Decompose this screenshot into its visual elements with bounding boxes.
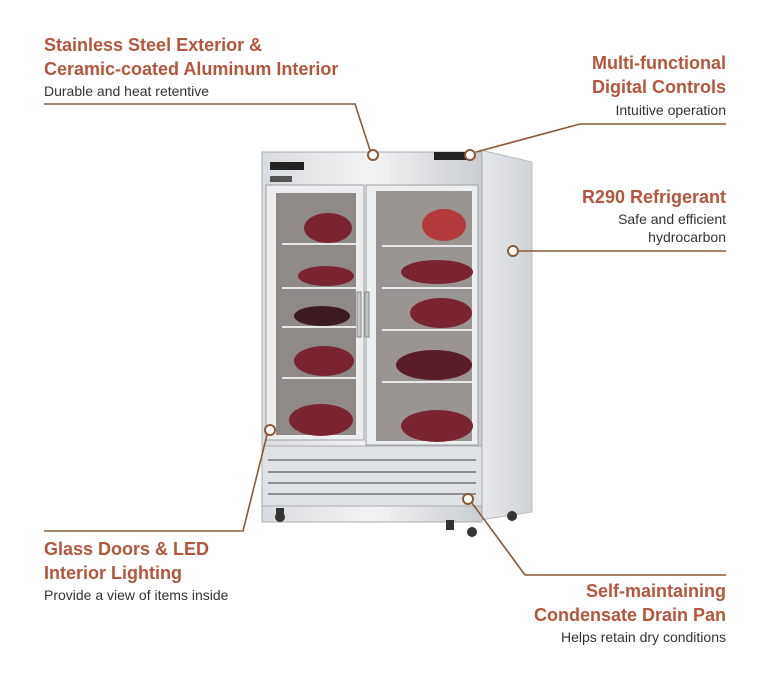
front-grille [261,445,483,507]
feature-title: Interior Lighting [44,563,182,583]
feature-title: Condensate Drain Pan [533,605,726,625]
feature-title: Glass Doors & LED [44,539,210,559]
feature-title: Stainless Steel Exterior & [44,35,263,55]
feature-subtitle: Intuitive operation [615,102,726,118]
feature-title: Ceramic-coated Aluminum Interior [44,59,339,79]
feature-title: Self-maintaining [585,581,726,601]
callout-marker [507,245,519,257]
callout-marker [462,493,474,505]
feature-subtitle: Helps retain dry conditions [561,629,726,645]
feature-title: Multi-functional [592,53,726,73]
feature-subtitle: Provide a view of items inside [44,587,229,603]
meat-cuts [289,209,473,442]
feature-subtitle: hydrocarbon [648,229,726,245]
callout-marker [264,424,276,436]
callout-marker [367,149,379,161]
feature-subtitle: Durable and heat retentive [44,83,209,99]
digital-display [270,162,304,170]
feature-title: R290 Refrigerant [581,187,726,207]
callout-marker [464,149,476,161]
callout-lines [44,103,726,576]
digital-display [434,152,468,160]
feature-subtitle: Safe and efficient [618,211,726,227]
feature-title: Digital Controls [592,77,726,97]
